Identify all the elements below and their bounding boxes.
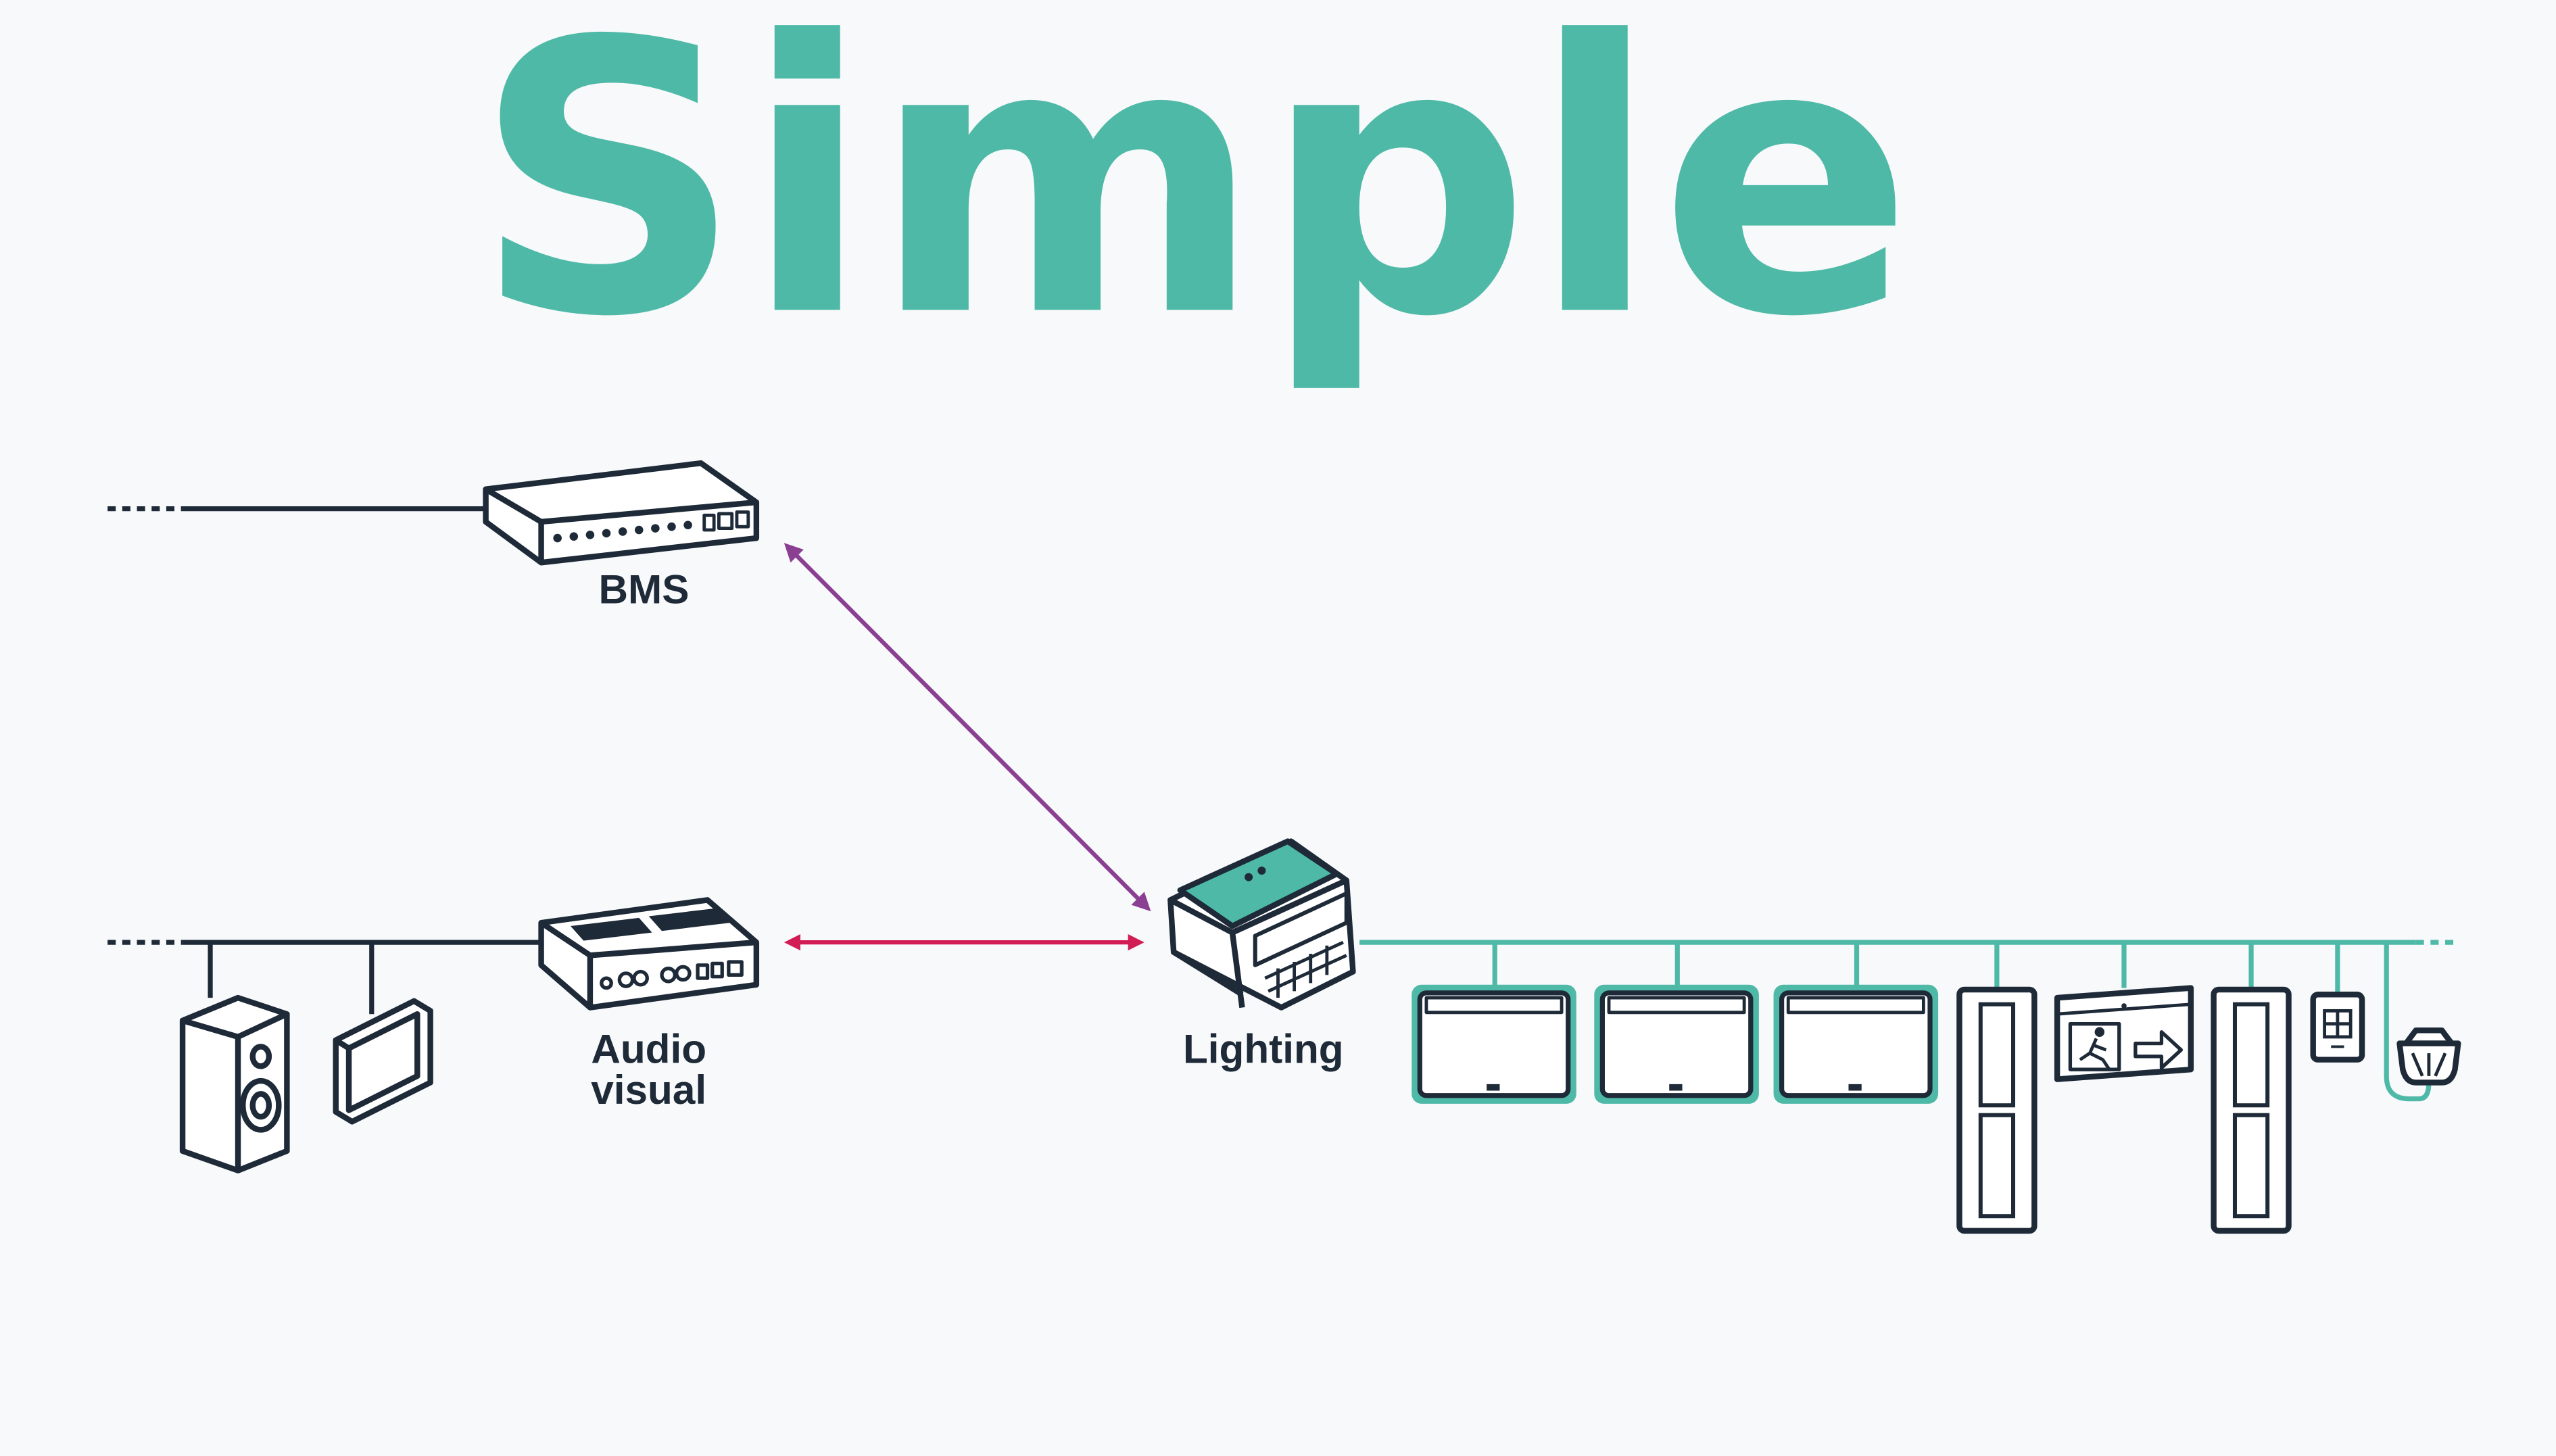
bms-lighting-link <box>783 543 1151 912</box>
linear-luminaire-icon <box>1412 984 1576 1104</box>
speaker-icon <box>179 994 290 1173</box>
lighting-controller-icon <box>1167 838 1356 1011</box>
lighting-label: Lighting <box>1183 1026 1344 1072</box>
touch-panel-icon <box>333 998 433 1125</box>
av-label-line1: Audio <box>591 1026 706 1072</box>
av-processor-icon <box>538 897 760 1011</box>
exit-sign-icon <box>2054 985 2194 1082</box>
bms-label: BMS <box>599 566 690 612</box>
diagram-title: Simple <box>473 0 1914 398</box>
tall-luminaire-icon <box>1956 986 2037 1234</box>
linear-luminaire-icon <box>1594 984 1759 1104</box>
sensor-icon <box>2396 1027 2461 1086</box>
lighting-bus-line <box>1359 940 2455 1102</box>
av-lighting-link <box>783 934 1144 951</box>
wall-switch-icon <box>2310 992 2365 1063</box>
linear-luminaire-icon <box>1773 984 1939 1104</box>
av-label-line2: visual <box>591 1067 706 1113</box>
bms-controller-icon <box>483 460 760 566</box>
av-network-line <box>107 940 541 1015</box>
tall-luminaire-icon <box>2211 986 2292 1234</box>
